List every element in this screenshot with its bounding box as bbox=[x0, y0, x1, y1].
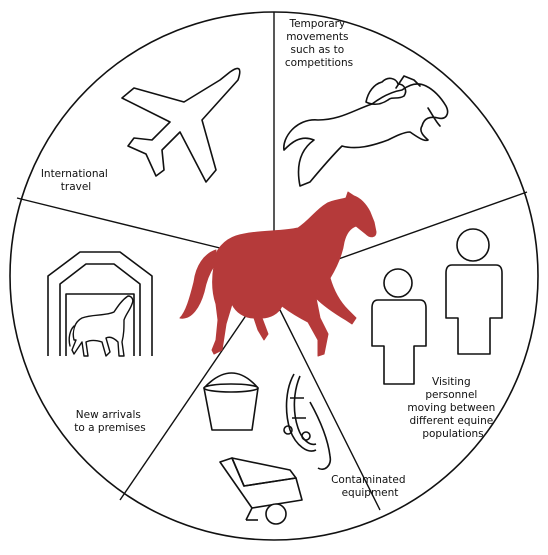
person-large-head bbox=[456, 228, 490, 262]
people-icon bbox=[371, 228, 503, 385]
wheelbarrow-icon bbox=[219, 457, 303, 525]
label-line: moving between bbox=[407, 402, 495, 414]
label-line: travel bbox=[61, 181, 91, 193]
bucket-icon bbox=[203, 372, 259, 431]
label-line: movements bbox=[286, 31, 348, 43]
person-small-body bbox=[371, 299, 427, 385]
divider-upper-left bbox=[16, 197, 229, 251]
label-line: Temporary bbox=[288, 18, 345, 30]
label-line: Visiting bbox=[432, 376, 471, 388]
red-horse-icon bbox=[179, 191, 377, 357]
label-international-travel: International travel bbox=[41, 168, 111, 193]
label-line: equipment bbox=[342, 487, 399, 499]
divider-upper-right bbox=[329, 191, 528, 263]
person-large-body bbox=[445, 264, 503, 355]
label-line: populations bbox=[422, 428, 483, 440]
segment-dividers bbox=[16, 12, 528, 511]
barn-horse-icon bbox=[47, 251, 153, 356]
label-line: to a premises bbox=[74, 422, 145, 434]
label-line: different equine bbox=[409, 415, 493, 427]
label-line: International bbox=[41, 168, 108, 180]
walking-horse-icon bbox=[68, 295, 134, 357]
label-line: personnel bbox=[425, 389, 477, 401]
person-small-head bbox=[383, 268, 413, 298]
show-jumping-horse-icon bbox=[283, 75, 449, 187]
label-contaminated-equipment: Contaminated equipment bbox=[331, 474, 409, 499]
label-line: such as to bbox=[290, 44, 344, 56]
label-line: Contaminated bbox=[331, 474, 405, 486]
label-visiting-personnel: Visiting personnel moving between differ… bbox=[407, 376, 498, 440]
divider-lower-right bbox=[269, 289, 381, 511]
bridle-icon bbox=[283, 373, 332, 471]
label-temporary-movements: Temporary movements such as to competiti… bbox=[285, 18, 353, 69]
airplane-icon bbox=[121, 67, 241, 183]
label-new-arrivals: New arrivals to a premises bbox=[74, 409, 145, 434]
label-line: New arrivals bbox=[76, 409, 141, 421]
divider-lower-left bbox=[119, 291, 263, 501]
label-line: competitions bbox=[285, 57, 353, 69]
